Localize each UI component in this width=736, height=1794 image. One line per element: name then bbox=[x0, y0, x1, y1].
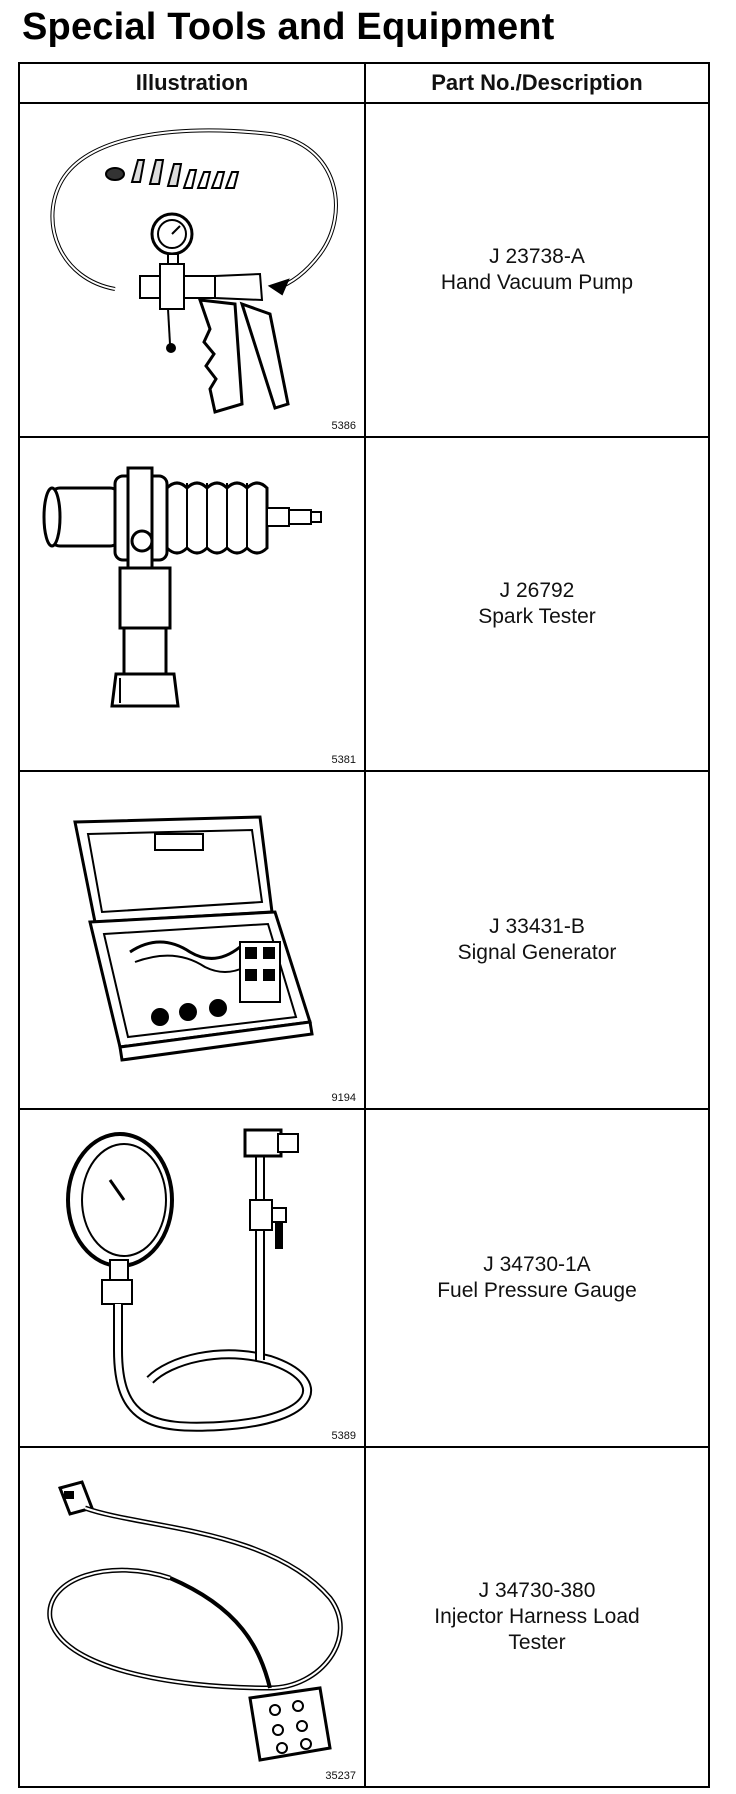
figure-number: 35237 bbox=[325, 1770, 356, 1782]
part-description-cell: J 23738-A Hand Vacuum Pump bbox=[366, 104, 708, 436]
figure-number: 5389 bbox=[331, 1430, 356, 1442]
signal-generator-illustration: 9194 bbox=[20, 772, 364, 1108]
page-title: Special Tools and Equipment bbox=[22, 6, 555, 48]
figure-number: 9194 bbox=[331, 1092, 356, 1104]
table-row: 5386 J 23738-A Hand Vacuum Pump bbox=[20, 104, 708, 438]
tools-table: Illustration Part No./Description bbox=[18, 62, 710, 1788]
part-number: J 23738-A bbox=[489, 245, 585, 268]
part-description-cell: J 34730-380 Injector Harness Load Tester bbox=[366, 1448, 708, 1786]
part-number: J 34730-380 bbox=[478, 1579, 596, 1602]
part-name: Fuel Pressure Gauge bbox=[437, 1279, 637, 1302]
table-row: 9194 J 33431-B Signal Generator bbox=[20, 772, 708, 1110]
part-name: Hand Vacuum Pump bbox=[440, 271, 634, 294]
part-description-cell: J 34730-1A Fuel Pressure Gauge bbox=[366, 1110, 708, 1446]
part-name: Injector Harness Load Tester bbox=[434, 1605, 640, 1654]
part-name: Spark Tester bbox=[478, 605, 596, 628]
part-number: J 33431-B bbox=[489, 915, 585, 938]
table-row: 35237 J 34730-380 Injector Harness Load … bbox=[20, 1448, 708, 1786]
column-divider bbox=[364, 64, 366, 1786]
injector-harness-load-tester-illustration: 35237 bbox=[20, 1448, 364, 1786]
part-number: J 26792 bbox=[499, 579, 575, 602]
table-row: 5389 J 34730-1A Fuel Pressure Gauge bbox=[20, 1110, 708, 1448]
table-header: Illustration Part No./Description bbox=[20, 64, 708, 104]
spark-tester-illustration: 5381 bbox=[20, 438, 364, 770]
part-name: Signal Generator bbox=[457, 941, 617, 964]
figure-number: 5381 bbox=[331, 754, 356, 766]
fuel-pressure-gauge-illustration: 5389 bbox=[20, 1110, 364, 1446]
figure-number: 5386 bbox=[331, 420, 356, 432]
header-part-description: Part No./Description bbox=[431, 70, 643, 95]
part-number: J 34730-1A bbox=[483, 1253, 591, 1276]
part-description-cell: J 26792 Spark Tester bbox=[366, 438, 708, 770]
part-description-cell: J 33431-B Signal Generator bbox=[366, 772, 708, 1108]
table-row: 5381 J 26792 Spark Tester bbox=[20, 438, 708, 772]
hand-vacuum-pump-illustration: 5386 bbox=[20, 104, 364, 436]
header-illustration: Illustration bbox=[135, 70, 249, 95]
